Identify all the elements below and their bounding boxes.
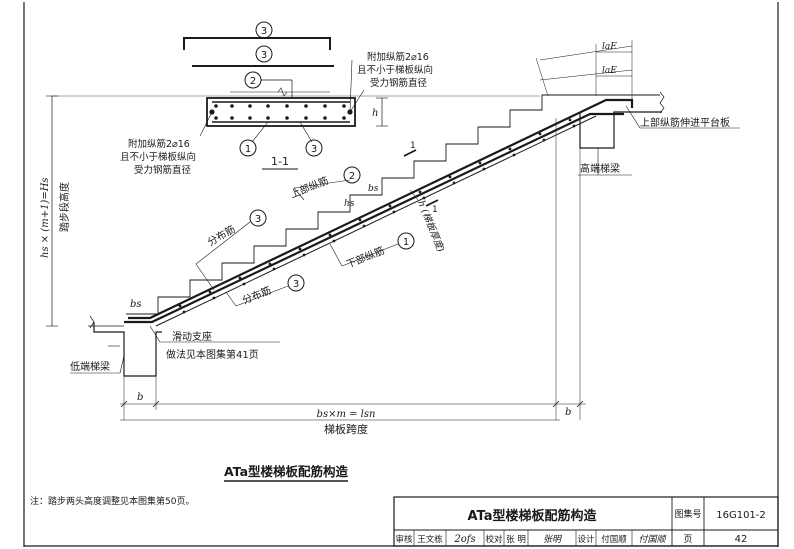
- tb-page-label: 页: [683, 534, 692, 545]
- dist-bar-u-shape: [183, 37, 331, 50]
- low-beam-label: 低端梯梁: [70, 360, 110, 373]
- slab-section: [206, 97, 356, 127]
- mark-1-elev-text: 1: [403, 237, 409, 248]
- tb-design-sig: 付国顺: [638, 534, 667, 545]
- tb-check-sig: 张明: [543, 534, 563, 545]
- dist-bar-label-2: 分布筋: [240, 283, 273, 306]
- upper-rebar: [128, 98, 634, 320]
- mark-3-top-text: 3: [261, 26, 267, 37]
- tb-review-sig: 2ofs: [453, 534, 475, 545]
- mark-3-elev-2: [287, 274, 305, 292]
- high-beam-break: [659, 91, 665, 114]
- section-title: 1-1: [271, 155, 289, 168]
- add-bar-right-1: 附加纵筋2⌀16: [367, 51, 429, 63]
- mark-3-elev-1: [249, 209, 267, 227]
- high-beam-label: 高端梯梁: [580, 162, 620, 175]
- lower-bar-label: 下部纵筋: [344, 244, 386, 271]
- mark-1-section: [239, 139, 257, 157]
- add-bar-right-2: 且不小于梯板纵向: [357, 64, 433, 76]
- mark-3-elev-1-text: 3: [255, 214, 261, 225]
- tb-atlas-label: 图集号: [674, 508, 701, 520]
- mark-3-section-text: 3: [311, 144, 317, 155]
- slab-soffit: [155, 115, 597, 327]
- mark-1-section-text: 1: [245, 144, 251, 155]
- upper-bar-label: 上部纵筋: [288, 174, 330, 201]
- b-label-left: b: [137, 392, 143, 403]
- mark-2-elev-text: 2: [349, 171, 355, 182]
- add-bar-left-2: 且不小于梯板纵向: [120, 151, 196, 163]
- tb-reviewer: 王文栋: [417, 534, 443, 545]
- stair-elevation: 低端梯梁 滑动支座 做法见本图集第41页 bs 高端梯梁 上部纵筋伸进平台板: [40, 40, 740, 436]
- lae-dimension: [535, 40, 633, 100]
- tb-checker: 张 明: [506, 535, 526, 545]
- height-caption: 踏步段高度: [58, 182, 71, 232]
- h-label: h: [372, 108, 378, 119]
- tb-atlas-no: 16G101-2: [716, 510, 766, 521]
- span-caption: 梯板跨度: [324, 422, 368, 436]
- tb-design-label: 设计: [577, 534, 595, 545]
- mark-3-elev-2-text: 3: [293, 279, 299, 290]
- lae-label-1: laE: [602, 42, 617, 52]
- cut-mark-top: 1: [410, 141, 416, 151]
- mark-3-mid: [255, 45, 273, 63]
- bottom-dimensions: [120, 118, 586, 421]
- lae-label-2: laE: [602, 66, 617, 76]
- figure-title: ATa型楼梯板配筋构造: [224, 464, 349, 479]
- add-bar-left-1: 附加纵筋2⌀16: [128, 138, 190, 150]
- sliding-support-ref: 做法见本图集第41页: [166, 348, 259, 361]
- additional-bars: [209, 109, 353, 115]
- span-formula: bs×m = lsn: [317, 409, 376, 420]
- cut-mark-bottom: 1: [432, 205, 438, 215]
- tb-page-no: 42: [735, 534, 748, 545]
- dist-bar-dots: [178, 118, 576, 314]
- rebar-dots: [214, 104, 346, 120]
- note: 注：踏步两头高度调整见本图集第50页。: [30, 495, 194, 507]
- mark-2-elev: [343, 166, 361, 184]
- mark-2-text: 2: [250, 76, 256, 87]
- b-label-right: b: [565, 407, 571, 418]
- add-bar-right-3: 受力钢筋直径: [370, 77, 428, 89]
- section-1-1: 3 3 2 h: [120, 21, 433, 176]
- tb-check-label: 校对: [485, 534, 503, 545]
- mark-3-mid-text: 3: [261, 50, 267, 61]
- bs-label-bottom: bs: [130, 299, 142, 310]
- tb-designer: 付国顺: [601, 534, 627, 545]
- steps-outline: [126, 94, 606, 315]
- upper-bar-landing: 上部纵筋伸进平台板: [640, 116, 730, 129]
- low-beam-break: [89, 315, 95, 329]
- title-block: [393, 496, 779, 547]
- lower-rebar: [124, 112, 624, 324]
- mark-3-section: [305, 139, 323, 157]
- mark-1-elev: [397, 232, 415, 250]
- bs-label-mid: bs: [368, 184, 379, 194]
- add-bar-left-3: 受力钢筋直径: [134, 164, 192, 176]
- sliding-support: 滑动支座: [172, 330, 212, 343]
- break-zigzag: [277, 87, 288, 97]
- tb-review-label: 审核: [395, 534, 413, 545]
- mark-2-leader: [261, 79, 293, 98]
- tb-title: ATa型楼梯板配筋构造: [467, 508, 597, 524]
- hs-label: hs: [344, 199, 355, 209]
- height-formula: hs × (m+1)=Hs: [40, 177, 51, 258]
